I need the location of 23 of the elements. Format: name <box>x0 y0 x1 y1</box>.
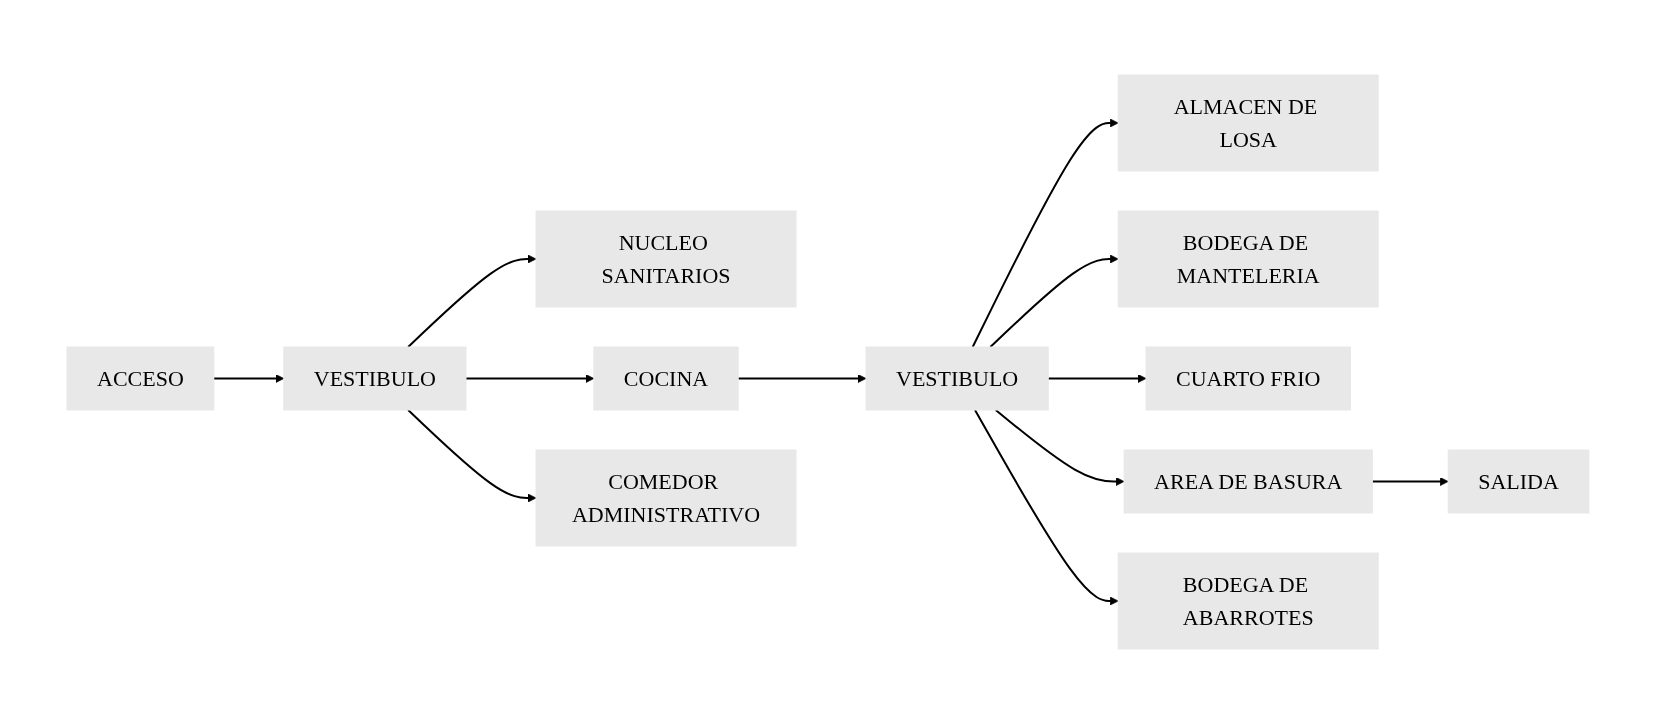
node-box: NUCLEO SANITARIOS <box>535 210 797 307</box>
arrow <box>989 254 1119 348</box>
node-box: AREA DE BASURA <box>1123 449 1373 513</box>
node-box: ACCESO <box>66 346 215 410</box>
node-box: SALIDA <box>1447 449 1590 513</box>
arrow <box>971 118 1119 348</box>
arrow <box>465 373 595 383</box>
arrow <box>212 373 285 383</box>
arrow <box>737 373 867 383</box>
node-box: COCINA <box>593 346 739 410</box>
node-box: VESTIBULO <box>865 346 1049 410</box>
node-box: VESTIBULO <box>283 346 467 410</box>
arrow <box>974 408 1119 605</box>
arrow <box>407 408 537 502</box>
arrow <box>407 254 537 348</box>
arrow <box>1047 373 1147 383</box>
node-box: COMEDOR ADMINISTRATIVO <box>535 449 797 546</box>
node-box: BODEGA DE MANTELERIA <box>1117 210 1379 307</box>
node-box: BODEGA DE ABARROTES <box>1117 552 1379 649</box>
arrow <box>1371 476 1449 486</box>
node-box: ALMACEN DE LOSA <box>1117 74 1379 171</box>
node-box: CUARTO FRIO <box>1145 346 1351 410</box>
arrow <box>994 408 1125 486</box>
